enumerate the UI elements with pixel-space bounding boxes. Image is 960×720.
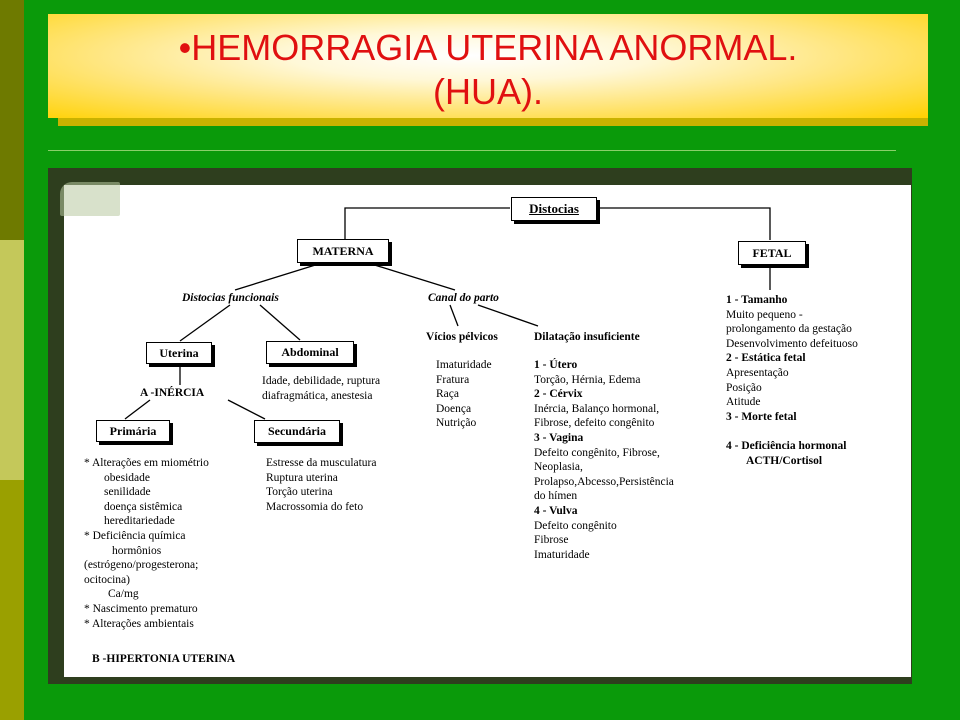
primaria-item: hormônios <box>112 544 162 557</box>
side-stripe-top <box>0 0 24 240</box>
vicios-item: Imaturidade <box>436 359 492 371</box>
label-vicios-pelvicos: Vícios pélvicos <box>426 331 498 343</box>
secundaria-item: Ruptura uterina <box>266 471 338 484</box>
fetal-item: Atitude <box>726 396 761 409</box>
ghost-shape <box>60 182 120 216</box>
side-stripe-bottom <box>0 480 24 720</box>
primaria-item: hereditariedade <box>104 515 175 528</box>
dilatacao-item: do hímen <box>534 490 578 503</box>
dilatacao-item: Inércia, Balanço hormonal, <box>534 402 660 415</box>
node-uterina: Uterina <box>146 342 212 364</box>
fetal-item: Muito pequeno - <box>726 308 803 321</box>
dilatacao-item: Defeito congênito, Fibrose, <box>534 446 660 459</box>
dilatacao-item: 4 - Vulva <box>534 504 578 517</box>
separator-line <box>48 150 896 151</box>
primaria-item: * Alterações ambientais <box>84 617 194 630</box>
connector-materna-canal <box>364 261 456 291</box>
dilatacao-item: 3 - Vagina <box>534 431 584 444</box>
secundaria-item: Macrossomia do feto <box>266 500 364 513</box>
label-inercia: A -INÉRCIA <box>140 387 205 399</box>
vicios-item: Fratura <box>436 373 470 386</box>
abdominal-text-line: diafragmática, anestesia <box>262 389 373 402</box>
fetal-item: Apresentação <box>726 366 789 379</box>
label-distocias-funcionais: Distocias funcionais <box>182 292 279 304</box>
primaria-item: Ca/mg <box>108 588 139 601</box>
primaria-item: * Alterações em miométrio <box>84 457 209 469</box>
vicios-item: Doença <box>436 402 472 415</box>
node-abdominal: Abdominal <box>266 341 354 364</box>
fetal-item: prolongamento da gestação <box>726 323 852 336</box>
fetal-item: ACTH/Cortisol <box>746 454 823 467</box>
primaria-item: ocitocina) <box>84 573 130 586</box>
secundaria-list: Estresse da musculatura Ruptura uterina … <box>266 456 377 514</box>
dilatacao-item: 1 - Útero <box>534 359 578 371</box>
primaria-list: * Alterações em miométrio obesidade seni… <box>84 456 209 631</box>
dilatacao-item: Defeito congênito <box>534 519 617 532</box>
label-dilatacao-insuficiente: Dilatação insuficiente <box>534 331 640 343</box>
connector-funcionais-abdominal <box>259 304 301 341</box>
fetal-item-spacer <box>726 424 858 439</box>
fetal-item: 1 - Tamanho <box>726 294 788 306</box>
vicios-item: Raça <box>436 388 459 401</box>
connector-funcionais-uterina <box>179 304 231 342</box>
connector-root-fetal <box>597 207 771 240</box>
node-distocias: Distocias <box>511 197 597 221</box>
fetal-item: Desenvolvimento defeituoso <box>726 337 858 350</box>
dilatacao-item: Fibrose, defeito congênito <box>534 417 655 430</box>
dilatacao-item: 2 - Cérvix <box>534 388 583 401</box>
secundaria-item: Estresse da musculatura <box>266 457 377 469</box>
abdominal-description: Idade, debilidade, ruptura diafragmática… <box>262 374 380 403</box>
dilatacao-item: Neoplasia, <box>534 461 583 474</box>
connector-canal-vicios <box>449 304 459 327</box>
connector-inercia-primaria <box>124 399 151 420</box>
slide-title-box: •HEMORRAGIA UTERINA ANORMAL. (HUA). <box>48 14 928 118</box>
dilatacao-item: Imaturidade <box>534 548 590 561</box>
dilatacao-item: Prolapso,Abcesso,Persistência <box>534 475 674 488</box>
primaria-item: doença sistêmica <box>104 500 183 513</box>
primaria-item: * Deficiência química <box>84 529 186 542</box>
node-primaria: Primária <box>96 420 170 442</box>
label-canal-do-parto: Canal do parto <box>428 292 499 304</box>
fetal-item: 3 - Morte fetal <box>726 410 797 423</box>
connector-root-materna <box>344 207 510 240</box>
vicios-item: Nutrição <box>436 417 477 430</box>
secundaria-item: Torção uterina <box>266 486 333 499</box>
dilatacao-list: 1 - Útero Torção, Hérnia, Edema 2 - Cérv… <box>534 358 674 562</box>
primaria-item: * Nascimento prematuro <box>84 602 198 615</box>
dilatacao-item: Fibrose <box>534 534 569 547</box>
connector-canal-dilatacao <box>477 304 539 327</box>
side-stripe-middle <box>0 240 24 480</box>
fetal-item: Posição <box>726 381 762 394</box>
connector-inercia-secundaria <box>227 399 266 420</box>
vicios-list: Imaturidade Fratura Raça Doença Nutrição <box>436 358 492 431</box>
fetal-list: 1 - Tamanho Muito pequeno - prolongament… <box>726 293 858 468</box>
connector-materna-funcionais <box>234 261 326 291</box>
slide-title-line2: (HUA). <box>433 71 543 112</box>
node-fetal: FETAL <box>738 241 806 265</box>
dilatacao-item: Torção, Hérnia, Edema <box>534 373 641 386</box>
label-hipertonia: B -HIPERTONIA UTERINA <box>92 653 236 665</box>
abdominal-text-line: Idade, debilidade, ruptura <box>262 375 381 387</box>
node-secundaria: Secundária <box>254 420 340 443</box>
node-materna: MATERNA <box>297 239 389 263</box>
primaria-item: (estrógeno/progesterona; <box>84 559 199 572</box>
primaria-item: obesidade <box>104 471 150 484</box>
primaria-item: senilidade <box>104 486 151 499</box>
fetal-item: 2 - Estática fetal <box>726 352 806 365</box>
slide-title-line1: •HEMORRAGIA UTERINA ANORMAL. <box>178 27 798 68</box>
fetal-item: 4 - Deficiência hormonal <box>726 439 847 452</box>
